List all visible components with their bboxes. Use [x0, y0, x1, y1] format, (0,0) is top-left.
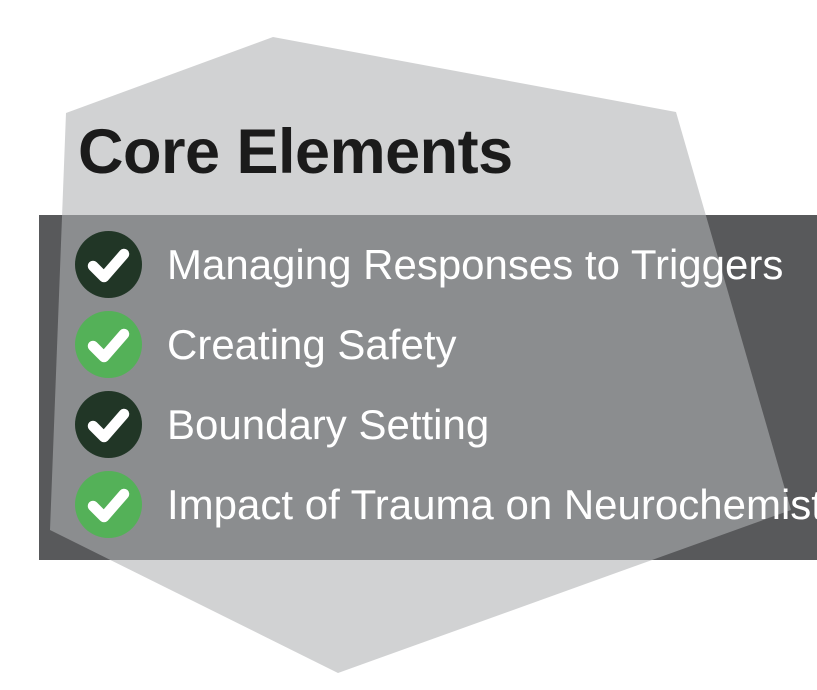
heptagon-shape — [50, 37, 791, 673]
check-glyph — [87, 488, 130, 523]
checklist-item-label: Boundary Setting — [167, 400, 490, 448]
checklist-item-label: Impact of Trauma on Neurochemistry — [167, 480, 817, 528]
page-title: Core Elements — [78, 117, 513, 187]
checkmark-icon — [75, 391, 142, 458]
checkmark-icon — [75, 231, 142, 298]
checklist-item: Managing Responses to Triggers — [75, 231, 817, 298]
check-glyph — [87, 248, 130, 283]
checklist: Managing Responses to Triggers Creating … — [75, 231, 817, 551]
checklist-item: Creating Safety — [75, 311, 817, 378]
checklist-item-label: Managing Responses to Triggers — [167, 240, 784, 288]
checklist-item: Boundary Setting — [75, 391, 817, 458]
checkmark-icon — [75, 311, 142, 378]
check-glyph — [87, 328, 130, 363]
checklist-item: Impact of Trauma on Neurochemistry — [75, 471, 817, 538]
check-glyph — [87, 408, 130, 443]
checkmark-icon — [75, 471, 142, 538]
checklist-item-label: Creating Safety — [167, 320, 457, 368]
